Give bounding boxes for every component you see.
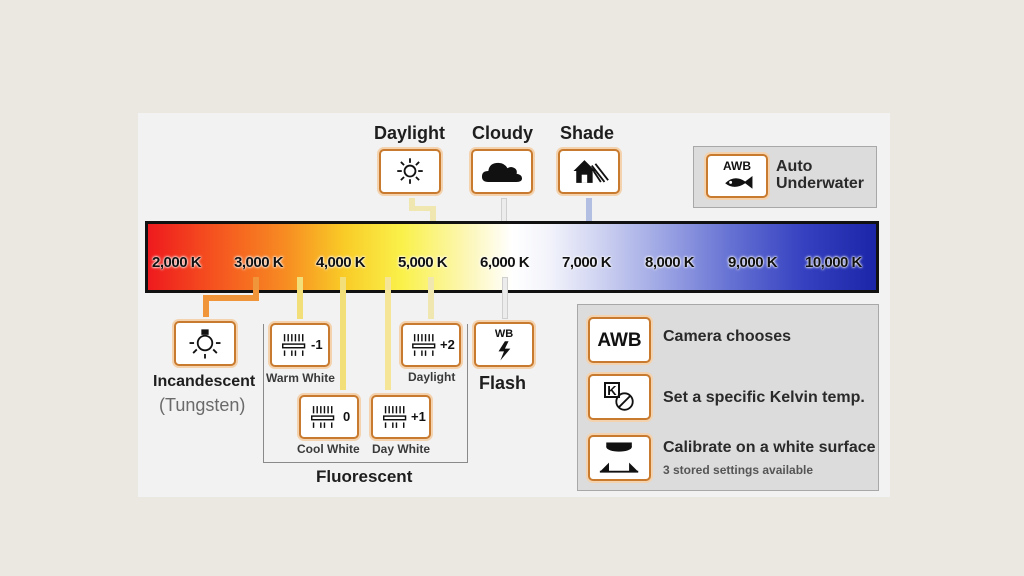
kelvin-desc: Set a specific Kelvin temp. xyxy=(663,389,865,406)
warm-white-label: Warm White xyxy=(266,371,335,385)
awb-desc: Camera chooses xyxy=(663,328,792,345)
flash-button[interactable]: WB xyxy=(474,322,534,367)
incandescent-connector-v2 xyxy=(203,295,209,317)
dial-icon xyxy=(615,392,634,411)
flash-label: Flash xyxy=(479,373,527,393)
flash-wb-text: WB xyxy=(494,328,514,340)
shade-button[interactable] xyxy=(558,149,620,194)
lightning-bolt-icon xyxy=(498,341,511,361)
cool-white-label: Cool White xyxy=(297,442,360,456)
day-white-button[interactable]: +1 xyxy=(371,395,431,439)
underwater-label: Underwater xyxy=(776,175,865,192)
kelvin-tick: 6,000 K xyxy=(480,254,530,271)
kelvin-tick: 4,000 K xyxy=(316,254,366,271)
cool-white-connector xyxy=(340,277,346,390)
auto-label: Auto xyxy=(776,158,813,175)
flash-connector xyxy=(502,277,508,319)
tungsten-label: (Tungsten) xyxy=(159,395,246,415)
calibrate-legend-button[interactable] xyxy=(588,435,651,481)
fish-icon xyxy=(725,176,753,189)
day-white-label: Day White xyxy=(372,442,431,456)
fluorescent-tube-icon xyxy=(412,334,436,356)
fluorescent-tube-icon xyxy=(282,334,306,356)
shade-connector xyxy=(586,198,592,242)
day-white-connector xyxy=(385,277,391,390)
kelvin-tick: 9,000 K xyxy=(728,254,778,271)
kelvin-tick: 2,000 K xyxy=(152,254,202,271)
cloudy-label: Cloudy xyxy=(472,123,533,143)
warm-white-button[interactable]: -1 xyxy=(270,323,330,367)
fluorescent-group-label: Fluorescent xyxy=(316,467,413,486)
cool-white-value: 0 xyxy=(343,409,351,424)
warm-white-connector xyxy=(297,277,303,319)
awb-underwater-text: AWB xyxy=(723,159,751,173)
white-surface-icon xyxy=(599,442,639,473)
incandescent-button[interactable] xyxy=(174,321,236,366)
kelvin-tick: 5,000 K xyxy=(398,254,448,271)
awb-legend-button[interactable]: AWB xyxy=(588,317,651,363)
fluorescent-tube-icon xyxy=(383,406,407,428)
fluorescent-daylight-value: +2 xyxy=(440,337,455,352)
calibrate-desc: Calibrate on a white surface xyxy=(663,439,876,456)
daylight-connector xyxy=(409,198,415,210)
awb-underwater-button[interactable]: AWB xyxy=(706,154,768,198)
daylight-connector-h xyxy=(409,206,435,211)
awb-legend-text: AWB xyxy=(597,330,642,351)
kelvin-tick: 3,000 K xyxy=(234,254,284,271)
day-white-value: +1 xyxy=(411,409,426,424)
fluorescent-daylight-button[interactable]: +2 xyxy=(401,323,461,367)
sun-icon xyxy=(397,158,423,184)
daylight-label: Daylight xyxy=(374,123,446,143)
incandescent-connector-v xyxy=(253,277,259,299)
fluorescent-tube-icon xyxy=(311,406,335,428)
incandescent-label: Incandescent xyxy=(153,373,256,390)
cloud-icon xyxy=(481,162,523,182)
cool-white-button[interactable]: 0 xyxy=(299,395,359,439)
calibrate-sub: 3 stored settings available xyxy=(663,463,814,477)
fluorescent-bracket xyxy=(263,324,468,463)
incandescent-connector-h xyxy=(203,295,259,301)
kelvin-scale-bar: 2,000 K 3,000 K 4,000 K 5,000 K 6,000 K … xyxy=(145,221,879,293)
kelvin-tick: 7,000 K xyxy=(562,254,612,271)
lightbulb-icon xyxy=(189,329,221,359)
kelvin-k-text: K xyxy=(604,382,620,398)
fluorescent-bracket-anchor xyxy=(263,324,264,325)
warm-white-value: -1 xyxy=(311,337,323,352)
fluorescent-daylight-label: Daylight xyxy=(408,370,456,384)
kelvin-legend-button[interactable]: K xyxy=(588,374,651,420)
house-shade-icon xyxy=(573,160,609,183)
shade-label: Shade xyxy=(560,123,615,143)
daylight-button[interactable] xyxy=(379,149,441,194)
kelvin-tick: 8,000 K xyxy=(645,254,695,271)
cloudy-button[interactable] xyxy=(471,149,533,194)
kelvin-tick: 10,000 K xyxy=(805,254,862,271)
fluorescent-daylight-connector xyxy=(428,277,434,319)
